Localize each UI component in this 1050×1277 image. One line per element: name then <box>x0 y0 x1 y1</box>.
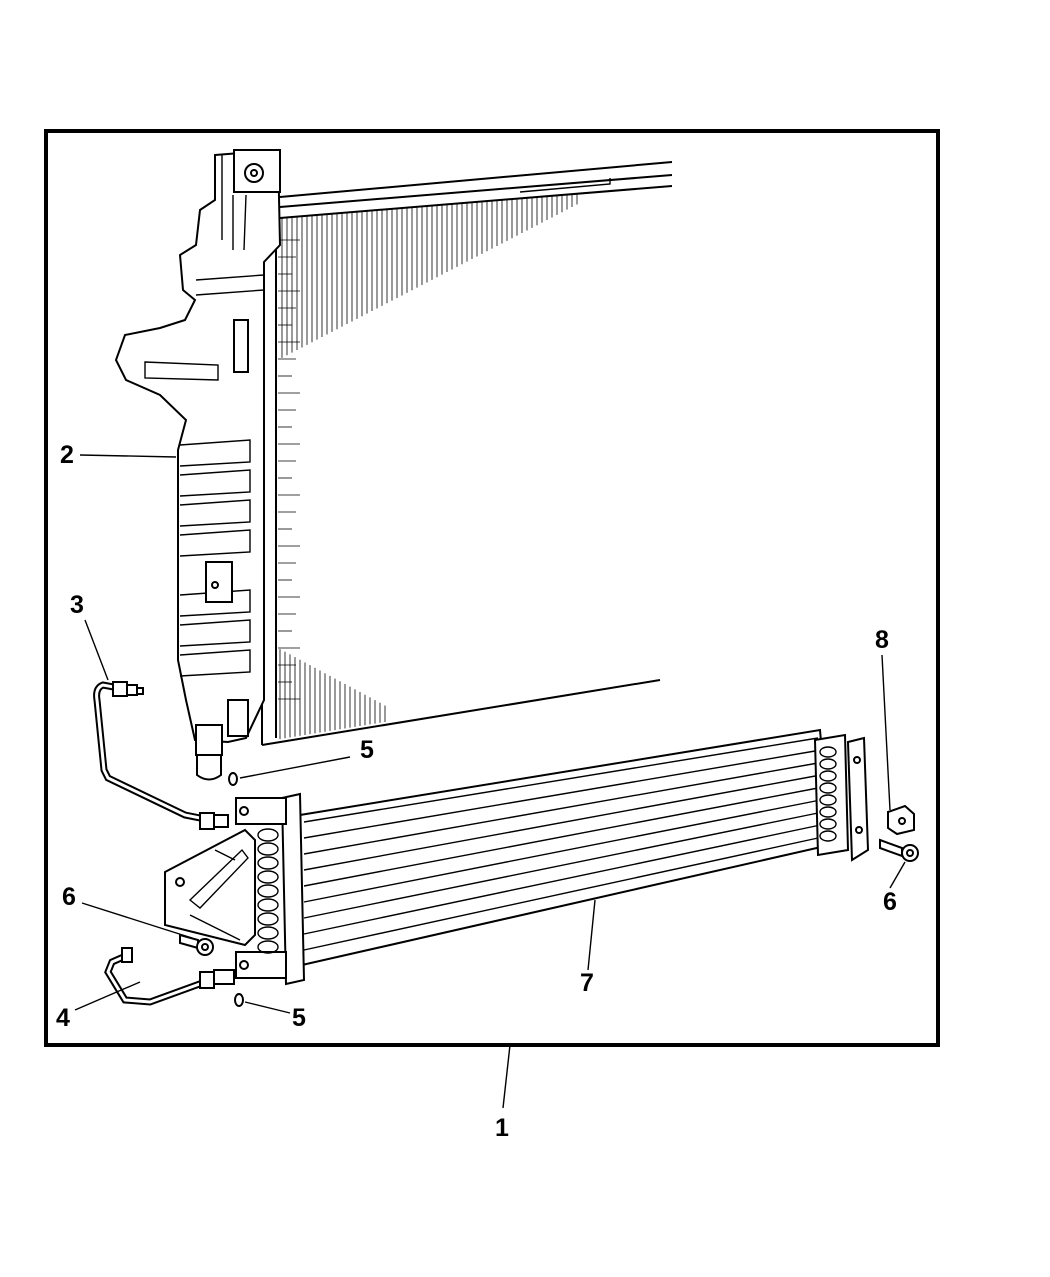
cooler-coil <box>819 794 837 806</box>
cooler-tube <box>303 824 819 935</box>
cooler-coil <box>257 842 279 856</box>
cooler-tube <box>303 837 819 951</box>
cooler-coil <box>257 828 279 842</box>
callout-5-lower: 5 <box>292 1004 306 1032</box>
cooler-tube <box>303 799 819 903</box>
transmission-oil-cooler <box>164 728 870 986</box>
o-ring-upper <box>228 772 238 786</box>
cooler-coil <box>819 818 837 830</box>
cooler-tube <box>303 774 819 871</box>
lower-cooler-line <box>104 947 235 1006</box>
cooler-coil <box>819 830 837 842</box>
leader-lines <box>74 454 906 1109</box>
assembly-frame <box>44 129 940 1047</box>
cooler-coils-right <box>819 746 837 842</box>
clip-nut <box>887 804 915 836</box>
callout-7: 7 <box>580 969 594 997</box>
callout-5-upper: 5 <box>360 736 374 764</box>
radiator-core <box>261 161 673 746</box>
cooler-tube <box>303 749 819 839</box>
bolt-left <box>179 933 214 956</box>
cooler-coil <box>257 884 279 898</box>
callout-2: 2 <box>60 441 74 469</box>
callout-4: 4 <box>56 1004 70 1032</box>
callout-6-right: 6 <box>883 888 897 916</box>
cooler-tube <box>303 737 819 823</box>
cooler-coil <box>819 758 837 770</box>
o-ring-lower <box>234 993 244 1007</box>
cooler-coil <box>819 806 837 818</box>
callout-8: 8 <box>875 626 889 654</box>
cooler-tube <box>303 812 819 919</box>
cooler-coil <box>257 870 279 884</box>
cooler-coil <box>819 770 837 782</box>
cooler-coil <box>257 856 279 870</box>
radiator-side-tank <box>114 148 282 781</box>
cooler-coil <box>819 782 837 794</box>
radiator-fins <box>278 194 578 740</box>
bolt-right <box>879 838 919 862</box>
callout-labels: 1 2 3 4 5 5 6 6 7 8 <box>56 441 897 1142</box>
cooler-tube <box>303 762 819 855</box>
cooler-tube <box>303 787 819 887</box>
cooler-tubes <box>303 737 819 951</box>
cooler-coil <box>257 926 279 940</box>
callout-3: 3 <box>70 591 84 619</box>
callout-6-left: 6 <box>62 883 76 911</box>
cooler-coil <box>257 912 279 926</box>
cooler-coil <box>257 940 279 954</box>
cooler-coils-left <box>257 828 279 954</box>
cooler-coil <box>257 898 279 912</box>
upper-cooler-line <box>93 681 229 830</box>
cooler-coil <box>819 746 837 758</box>
callout-1: 1 <box>495 1114 509 1142</box>
